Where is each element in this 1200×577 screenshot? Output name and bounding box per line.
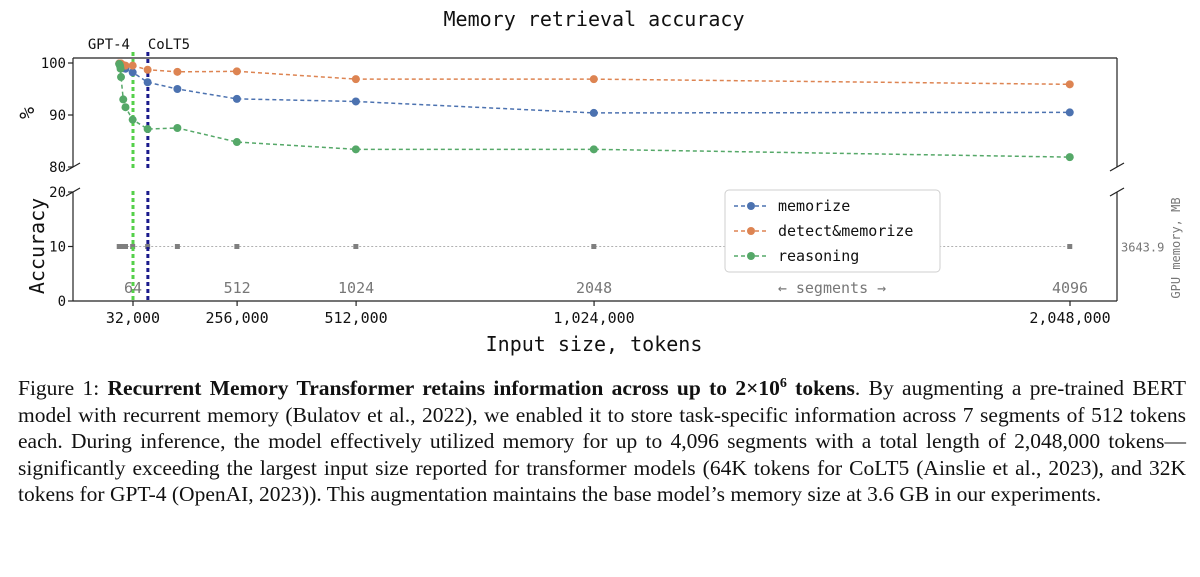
series-point [351, 97, 360, 106]
y-axis-label-top: % [15, 107, 39, 119]
series-point [173, 124, 182, 132]
legend-swatch-marker [747, 202, 755, 210]
segment-label: 512 [224, 279, 251, 297]
series-point [232, 94, 241, 103]
series-point [589, 145, 598, 154]
segment-label: 2048 [576, 279, 612, 297]
gpu-memory-point [353, 244, 359, 249]
segments-arrow-label: ← segments → [778, 279, 886, 297]
segment-label: 64 [124, 279, 142, 297]
series-point [351, 75, 360, 84]
y-axis-label-right: GPU memory, MB [1169, 197, 1183, 298]
chart-title: Memory retrieval accuracy [443, 7, 744, 31]
series-line [119, 62, 1070, 114]
gpu-memory-point [122, 244, 128, 249]
x-tick-label: 1,024,000 [553, 309, 634, 327]
series-point [121, 103, 130, 112]
series-point [173, 85, 182, 93]
legend-label: memorize [778, 197, 850, 215]
series-point [173, 67, 182, 76]
gpu-memory-point [145, 244, 151, 249]
series-lines [115, 59, 1074, 162]
series-point [1065, 108, 1074, 117]
series-point [128, 115, 137, 124]
gpu-memory-point [174, 244, 180, 249]
segment-label: 1024 [338, 279, 374, 297]
top-y-tick-label: 80 [49, 160, 66, 176]
legend-label: detect&memorize [778, 222, 913, 240]
figure-caption: Figure 1: Recurrent Memory Transformer r… [18, 375, 1186, 508]
caption-body: . By augmenting a pre-trained BERT model… [18, 376, 1186, 506]
legend-items: memorize detect&memorize reasoning [734, 197, 913, 265]
axis-break-marks [65, 162, 1125, 197]
gpu-memory-point [130, 244, 136, 249]
legend-swatch-marker [747, 252, 755, 260]
gpu-memory-point [1067, 244, 1073, 249]
top-y-tick-label: 100 [41, 56, 66, 72]
series-point [1065, 80, 1074, 89]
series-point [232, 138, 241, 147]
caption-bold-text: Recurrent Memory Transformer retains inf… [107, 376, 780, 400]
series-point [116, 64, 125, 73]
series-point [119, 95, 128, 104]
gpu-memory-value: 3643.9 [1121, 241, 1164, 255]
caption-bold-tail: tokens [786, 376, 855, 400]
x-tick-label: 256,000 [206, 309, 269, 327]
series-point [128, 68, 137, 77]
caption-label: Figure 1: [18, 376, 108, 400]
x-axis-label: Input size, tokens [486, 332, 703, 356]
marker-label: GPT-4 [88, 37, 130, 53]
marker-label: CoLT5 [148, 37, 190, 53]
caption-bold-sup: 6 [779, 375, 787, 391]
series-point [1065, 153, 1074, 162]
x-tick-label: 512,000 [324, 309, 387, 327]
vertical-markers: GPT-4 CoLT5 [88, 37, 190, 301]
segment-label: 4096 [1052, 279, 1088, 297]
series-point [143, 125, 152, 134]
bottom-y-tick-label: 10 [49, 240, 66, 256]
top-y-ticks: 100 90 80 [41, 56, 73, 176]
legend-label: reasoning [778, 247, 859, 265]
bottom-y-tick-label: 20 [49, 185, 66, 201]
series-point [589, 108, 598, 117]
series-point [117, 73, 126, 82]
y-axis-label-bottom: Accuracy [25, 198, 49, 294]
series-point [589, 75, 598, 84]
gpu-memory-point [591, 244, 597, 249]
x-tick-label: 32,000 [106, 309, 160, 327]
x-tick-label: 2,048,000 [1029, 309, 1110, 327]
caption-bold: Recurrent Memory Transformer retains inf… [108, 376, 855, 400]
bottom-y-ticks: 20 10 0 [49, 185, 73, 310]
series-point [143, 65, 152, 74]
top-y-tick-label: 90 [49, 108, 66, 124]
series-point [232, 67, 241, 76]
x-ticks: 32,000 256,000 512,000 1,024,000 2,048,000 [106, 301, 1111, 327]
series-point [128, 61, 137, 70]
series-point [351, 145, 360, 154]
segment-labels: 64 512 1024 2048 4096 [124, 279, 1088, 297]
series-point [143, 78, 152, 87]
gpu-memory-layer: 3643.9 [116, 241, 1164, 255]
legend: memorize detect&memorize reasoning [724, 189, 941, 273]
top-panel-frame [72, 57, 1118, 167]
legend-box [724, 189, 941, 273]
legend-swatch-marker [747, 227, 755, 235]
gpu-memory-point [234, 244, 240, 249]
bottom-y-tick-label: 0 [58, 294, 66, 310]
